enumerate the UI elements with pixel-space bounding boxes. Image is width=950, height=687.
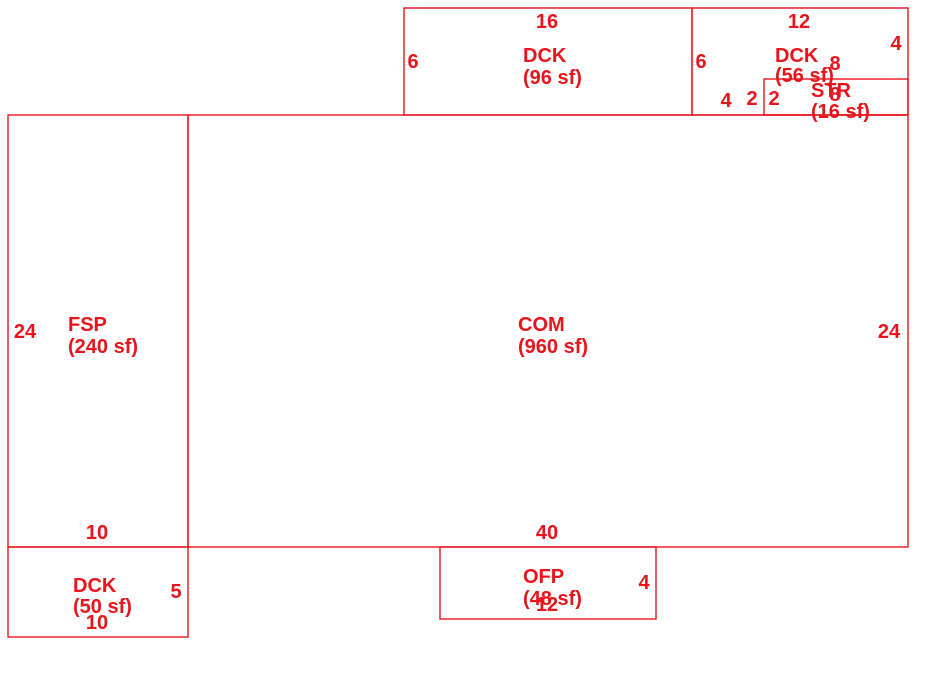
dim-deck-top-right-left-depth: 6	[695, 51, 706, 73]
dim-storage-right: 8	[829, 84, 840, 106]
dim-ofp-width: 12	[536, 594, 558, 616]
dim-deck-top-right-width: 12	[788, 11, 810, 33]
deck-bottom-code: DCK	[73, 575, 117, 597]
dim-deck-bottom-width: 10	[86, 612, 108, 634]
dim-com-depth: 24	[878, 321, 901, 343]
dim-storage-left-b: 2	[768, 88, 779, 110]
dim-storage-left-a: 2	[746, 88, 757, 110]
com-area: (960 sf)	[518, 336, 588, 358]
dim-com-width: 40	[536, 522, 558, 544]
ofp-outline	[439, 546, 657, 620]
dim-deck-top-right-step: 4	[720, 90, 732, 112]
deck-top-right-area: (56 sf)	[775, 65, 834, 87]
dim-deck-bottom-depth: 5	[170, 581, 181, 603]
deck-bottom-area: (50 sf)	[73, 596, 132, 618]
dim-deck-top-right-right-depth: 4	[890, 33, 902, 55]
deck-bottom-outline	[7, 546, 189, 638]
dim-fsp-width: 10	[86, 522, 108, 544]
storage-area: (16 sf)	[811, 101, 870, 123]
ofp-area: (48 sf)	[523, 588, 582, 610]
fsp-area: (240 sf)	[68, 336, 138, 358]
dim-deck-top-left-depth: 6	[407, 51, 418, 73]
fsp-code: FSP	[68, 314, 107, 336]
deck-top-left-area: (96 sf)	[523, 67, 582, 89]
com-code: COM	[518, 314, 565, 336]
dim-deck-top-left-width: 16	[536, 11, 558, 33]
dim-storage-width: 8	[829, 53, 840, 75]
ofp-code: OFP	[523, 566, 564, 588]
storage-code: STR	[811, 80, 852, 102]
dim-fsp-depth: 24	[14, 321, 37, 343]
deck-top-right-code: DCK	[775, 45, 819, 67]
dim-ofp-depth: 4	[638, 572, 650, 594]
deck-top-left-code: DCK	[523, 45, 567, 67]
